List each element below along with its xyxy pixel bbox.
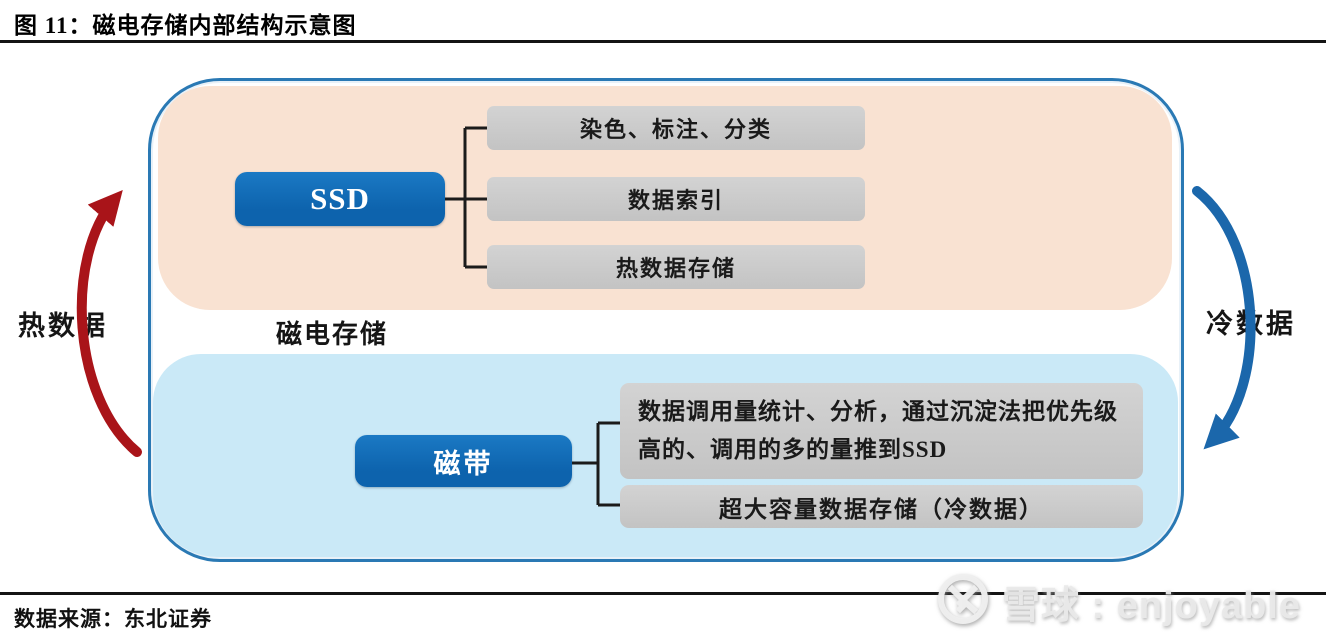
cold-flow-label: 冷数据	[1206, 309, 1296, 339]
data-source: 数据来源：东北证券	[14, 607, 212, 631]
watermark: 雪球 : enjoyable	[936, 572, 1301, 631]
figure-title: 图 11：磁电存储内部结构示意图	[14, 13, 357, 38]
tape-node: 磁带	[355, 435, 572, 487]
xueqiu-logo-icon	[936, 572, 990, 631]
hot-flow-label: 热数据	[18, 311, 108, 341]
cold-item-2: 超大容量数据存储（冷数据）	[620, 485, 1143, 528]
hot-item-3: 热数据存储	[487, 245, 865, 289]
hot-item-2: 数据索引	[487, 177, 865, 221]
storage-center-label: 磁电存储	[276, 320, 389, 349]
title-rule	[0, 40, 1326, 43]
ssd-node: SSD	[235, 172, 445, 226]
watermark-text: 雪球 : enjoyable	[1002, 585, 1302, 627]
hot-item-1: 染色、标注、分类	[487, 106, 865, 150]
cold-item-1: 数据调用量统计、分析，通过沉淀法把优先级高的、调用的多的量推到SSD	[620, 383, 1143, 479]
source-rule	[0, 592, 1326, 595]
